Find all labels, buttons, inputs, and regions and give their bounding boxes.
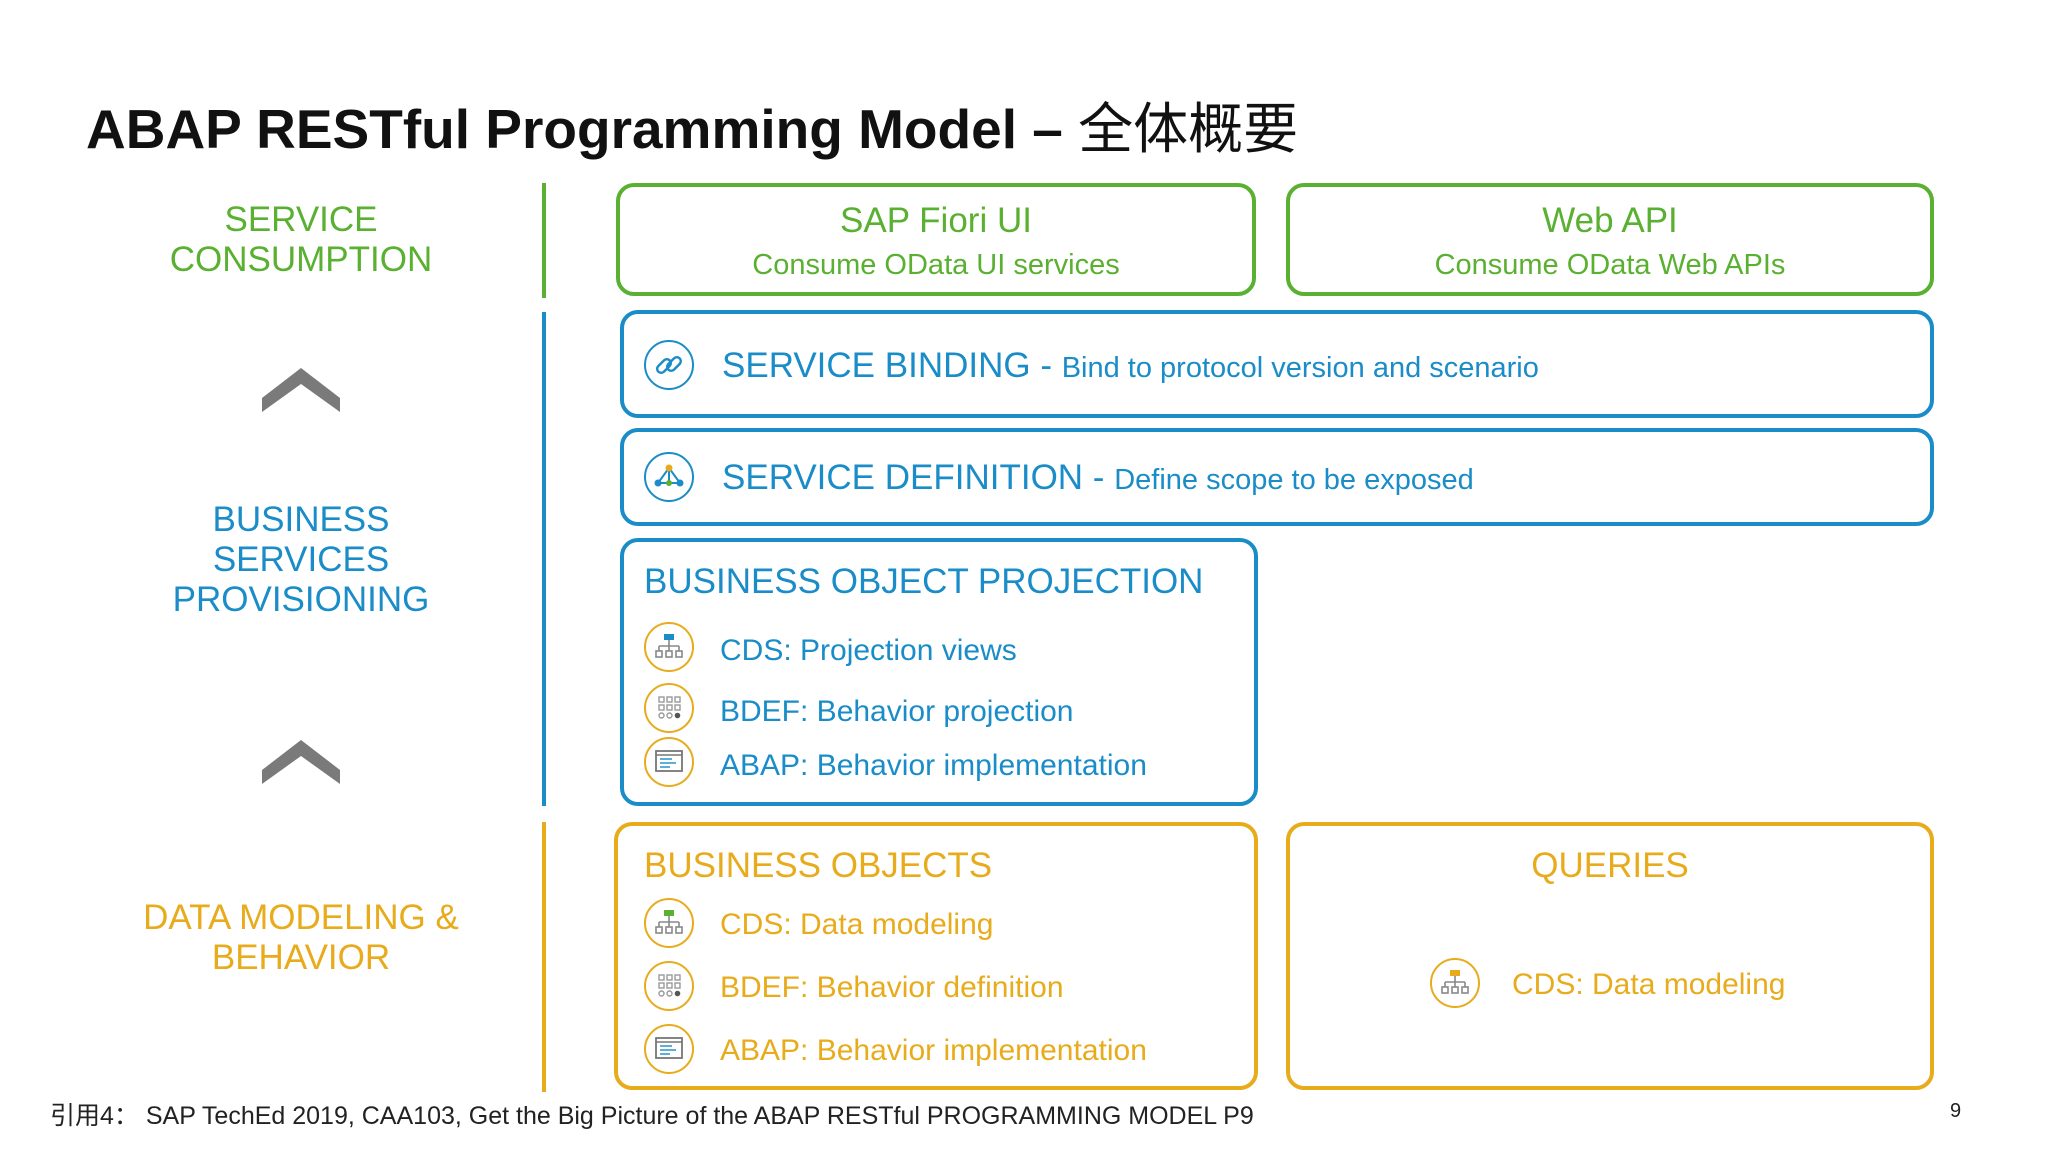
title-main: ABAP RESTful Programming Model – [86,98,1079,160]
title-japanese: 全体概要 [1078,98,1299,160]
network-icon [644,452,694,502]
separator: - [1083,458,1115,497]
web-api-subtitle: Consume OData Web APIs [1434,249,1786,281]
business-objects-title: BUSINESS OBJECTS [644,846,993,885]
projection-title: BUSINESS OBJECT PROJECTION [644,562,1204,601]
projection-item-label: CDS: Projection views [720,634,1017,667]
business-objects-item-label: BDEF: Behavior definition [720,971,1064,1004]
queries-title: QUERIES [1531,846,1689,885]
layer-label-line: BUSINESS [212,500,390,539]
web-api-title: Web API [1542,201,1678,240]
service-definition-text: SERVICE DEFINITION - Define scope to be … [722,458,1474,498]
page-number: 9 [1950,1100,1962,1122]
layer-label-line: SERVICES [212,540,390,579]
web-api-box: Web API Consume OData Web APIs [1286,183,1934,296]
layer-label-line: CONSUMPTION [169,240,433,279]
layer-label-line: PROVISIONING [172,580,430,619]
business-objects-item-label: ABAP: Behavior implementation [720,1034,1147,1067]
queries-box: QUERIES CDS: Data modeling [1286,822,1934,1090]
code-window-icon [644,1024,694,1074]
service-binding-text: SERVICE BINDING - Bind to protocol versi… [722,346,1539,386]
projection-item-label: BDEF: Behavior projection [720,695,1074,728]
divider-green [542,183,546,298]
citation-footer: 引用4： SAP TechEd 2019, CAA103, Get the Bi… [50,1102,1254,1130]
separator: - [1030,346,1062,385]
grid-dots-icon [644,683,694,733]
chevron-up-icon [262,368,340,412]
fiori-subtitle: Consume OData UI services [752,249,1120,281]
layer-label-line: DATA MODELING & [143,898,459,937]
business-objects-box: BUSINESS OBJECTS CDS: Data modeling BDEF… [614,822,1258,1090]
service-binding-desc: Bind to protocol version and scenario [1061,352,1539,384]
layer-label-business-services: BUSINESS SERVICES PROVISIONING [120,500,482,620]
service-definition-name: SERVICE DEFINITION [722,458,1084,497]
projection-box: BUSINESS OBJECT PROJECTION CDS: Projecti… [620,538,1258,806]
chain-link-icon [644,340,694,390]
fiori-ui-box: SAP Fiori UI Consume OData UI services [616,183,1256,296]
layer-label-service-consumption: SERVICE CONSUMPTION [120,200,482,280]
layer-label-line: SERVICE [224,200,378,239]
service-binding-box: SERVICE BINDING - Bind to protocol versi… [620,310,1934,418]
service-definition-box: SERVICE DEFINITION - Define scope to be … [620,428,1934,526]
layer-label-line: BEHAVIOR [211,938,391,977]
page-title: ABAP RESTful Programming Model – 全体概要 [86,84,1298,164]
fiori-title: SAP Fiori UI [840,201,1032,240]
layer-label-data-modeling: DATA MODELING & BEHAVIOR [120,898,482,978]
code-window-icon [644,737,694,787]
service-definition-desc: Define scope to be exposed [1114,464,1474,496]
divider-blue [542,312,546,806]
projection-item-label: ABAP: Behavior implementation [720,749,1147,782]
grid-dots-icon [644,961,694,1011]
business-objects-item-label: CDS: Data modeling [720,908,994,941]
hierarchy-icon [1430,958,1480,1008]
chevron-up-icon [262,740,340,784]
divider-gold [542,822,546,1092]
hierarchy-icon [644,898,694,948]
hierarchy-icon [644,622,694,672]
queries-item-label: CDS: Data modeling [1512,968,1786,1001]
service-binding-name: SERVICE BINDING [722,346,1031,385]
